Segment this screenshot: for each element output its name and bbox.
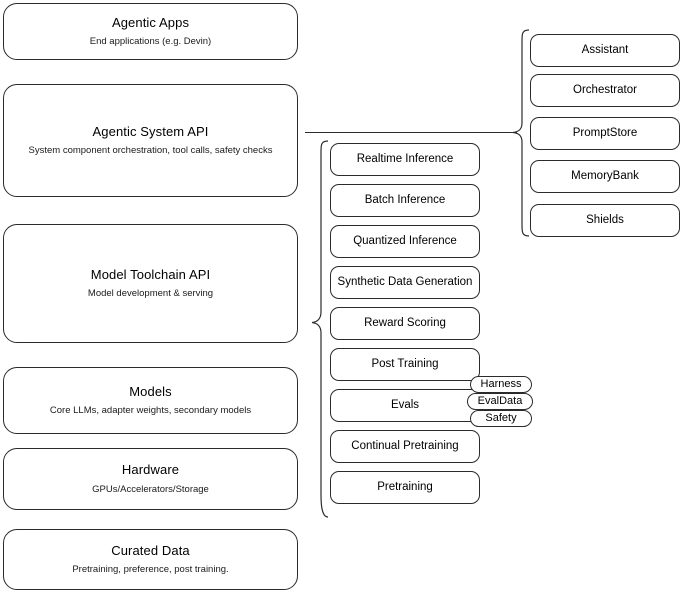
component-label: PromptStore bbox=[572, 127, 638, 140]
layer-title: Agentic Apps bbox=[111, 14, 190, 30]
layer-title: Hardware bbox=[121, 462, 180, 478]
component-box-orchestrator[interactable]: Orchestrator bbox=[530, 74, 680, 107]
connector-line-system-api-to-components bbox=[305, 132, 517, 133]
evals-badge-safety[interactable]: Safety bbox=[470, 410, 532, 427]
layer-box-curated-data[interactable]: Curated Data Pretraining, preference, po… bbox=[3, 529, 298, 590]
layer-box-model-toolchain-api[interactable]: Model Toolchain API Model development & … bbox=[3, 224, 298, 343]
capability-label: Continual Pretraining bbox=[351, 440, 459, 453]
capability-box-reward-scoring[interactable]: Reward Scoring bbox=[330, 307, 480, 340]
capability-box-pretraining[interactable]: Pretraining bbox=[330, 471, 480, 504]
layer-box-agentic-apps[interactable]: Agentic Apps End applications (e.g. Devi… bbox=[3, 3, 298, 60]
layer-box-hardware[interactable]: Hardware GPUs/Accelerators/Storage bbox=[3, 448, 298, 510]
component-box-promptstore[interactable]: PromptStore bbox=[530, 117, 680, 150]
layer-box-agentic-system-api[interactable]: Agentic System API System component orch… bbox=[3, 84, 298, 197]
layer-title: Curated Data bbox=[111, 542, 190, 558]
evals-badge-label: Harness bbox=[480, 378, 522, 390]
layer-subtitle: End applications (e.g. Devin) bbox=[89, 36, 212, 48]
layer-title: Models bbox=[129, 383, 172, 399]
capability-label: Batch Inference bbox=[364, 194, 446, 207]
capability-label: Post Training bbox=[371, 358, 439, 371]
capability-label: Realtime Inference bbox=[356, 153, 454, 166]
capability-label: Quantized Inference bbox=[353, 235, 457, 248]
evals-badge-harness[interactable]: Harness bbox=[470, 376, 532, 393]
layer-subtitle: Pretraining, preference, post training. bbox=[72, 564, 229, 576]
component-label: Orchestrator bbox=[573, 84, 637, 97]
component-label: Assistant bbox=[581, 44, 629, 57]
layer-subtitle: Model development & serving bbox=[87, 288, 214, 300]
capability-box-synthetic-data-generation[interactable]: Synthetic Data Generation bbox=[330, 266, 480, 299]
component-label: MemoryBank bbox=[571, 170, 639, 183]
component-box-memorybank[interactable]: MemoryBank bbox=[530, 160, 680, 193]
component-box-assistant[interactable]: Assistant bbox=[530, 34, 680, 67]
capability-label: Synthetic Data Generation bbox=[337, 276, 473, 289]
curly-brace-system-components bbox=[512, 29, 530, 237]
layer-subtitle: GPUs/Accelerators/Storage bbox=[92, 483, 209, 495]
capability-box-post-training[interactable]: Post Training bbox=[330, 348, 480, 381]
capability-label: Pretraining bbox=[377, 481, 433, 494]
evals-badge-evaldata[interactable]: EvalData bbox=[467, 393, 533, 410]
curly-brace-toolchain bbox=[311, 140, 329, 518]
capability-label: Reward Scoring bbox=[364, 317, 446, 330]
layer-box-models[interactable]: Models Core LLMs, adapter weights, secon… bbox=[3, 367, 298, 434]
evals-badge-label: Safety bbox=[485, 412, 517, 424]
capability-box-continual-pretraining[interactable]: Continual Pretraining bbox=[330, 430, 480, 463]
layer-title: Model Toolchain API bbox=[90, 266, 211, 282]
layer-subtitle: System component orchestration, tool cal… bbox=[28, 145, 273, 157]
layer-title: Agentic System API bbox=[92, 123, 209, 139]
evals-badge-label: EvalData bbox=[477, 395, 523, 407]
capability-box-batch-inference[interactable]: Batch Inference bbox=[330, 184, 480, 217]
capability-box-evals[interactable]: Evals bbox=[330, 389, 480, 422]
capability-box-quantized-inference[interactable]: Quantized Inference bbox=[330, 225, 480, 258]
component-label: Shields bbox=[586, 214, 624, 227]
layer-subtitle: Core LLMs, adapter weights, secondary mo… bbox=[49, 405, 252, 417]
capability-box-realtime-inference[interactable]: Realtime Inference bbox=[330, 143, 480, 176]
capability-label: Evals bbox=[390, 399, 420, 412]
component-box-shields[interactable]: Shields bbox=[530, 204, 680, 237]
